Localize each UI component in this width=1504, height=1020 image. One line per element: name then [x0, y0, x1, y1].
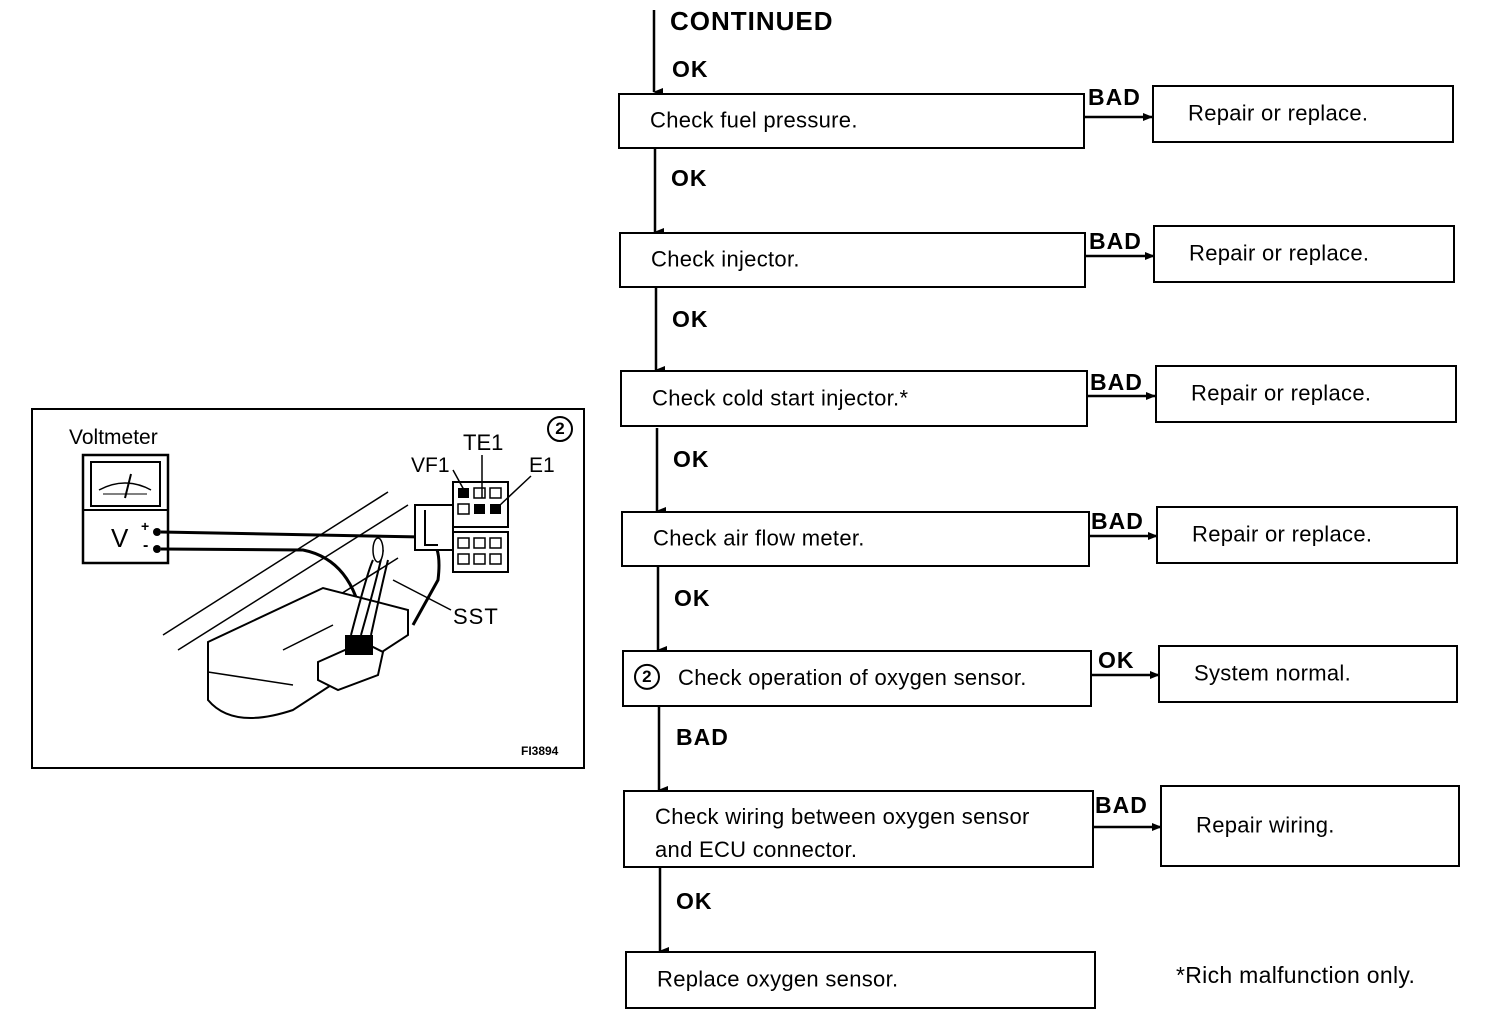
- result-system-normal: System normal.: [1158, 645, 1458, 703]
- step-check-air-flow-meter: Check air flow meter.: [621, 511, 1090, 567]
- connector-diagram: [414, 455, 532, 573]
- branch-label-2: BAD: [1089, 228, 1142, 254]
- result-repair-or-replace-2: Repair or replace.: [1153, 225, 1455, 283]
- step-text: Check cold start injector.*: [652, 384, 909, 410]
- step-check-fuel-pressure: Check fuel pressure.: [618, 93, 1085, 149]
- meter-scale: [98, 482, 152, 491]
- result-text: Repair or replace.: [1191, 380, 1372, 406]
- result-repair-or-replace-1: Repair or replace.: [1152, 85, 1454, 143]
- ok-label-6: OK: [676, 888, 713, 914]
- continued-label: CONTINUED: [670, 6, 834, 36]
- ok-label-3: OK: [673, 446, 710, 472]
- figure-code: FI3894: [521, 744, 559, 758]
- step-text-line1: Check wiring between oxygen sensor: [655, 804, 1030, 829]
- result-repair-or-replace-3: Repair or replace.: [1155, 365, 1457, 423]
- te1-label: TE1: [463, 430, 504, 455]
- result-repair-or-replace-4: Repair or replace.: [1156, 506, 1458, 564]
- branch-label-4: BAD: [1091, 508, 1144, 534]
- figure-number-circle: 2: [547, 416, 573, 442]
- result-text: System normal.: [1194, 660, 1352, 686]
- wiring-illustration: [81, 453, 532, 719]
- step-check-oxygen-sensor-operation: 2 Check operation of oxygen sensor.: [622, 650, 1092, 707]
- plus-terminal: [153, 528, 161, 536]
- meter-face: [90, 461, 161, 507]
- branch-label-6: BAD: [1095, 792, 1148, 818]
- result-repair-wiring: Repair wiring.: [1160, 785, 1460, 867]
- result-text: Repair or replace.: [1192, 521, 1373, 547]
- step-text-wrap: Check wiring between oxygen sensor and E…: [655, 800, 1030, 866]
- step-check-injector: Check injector.: [619, 232, 1086, 288]
- step-text: Replace oxygen sensor.: [657, 966, 899, 992]
- ok-label-4: OK: [674, 585, 711, 611]
- result-text: Repair wiring.: [1196, 812, 1335, 838]
- step-replace-oxygen-sensor: Replace oxygen sensor.: [625, 951, 1096, 1009]
- result-text: Repair or replace.: [1189, 240, 1370, 266]
- component-box: [207, 586, 409, 719]
- branch-label-1: BAD: [1088, 84, 1141, 110]
- bad-label-5: BAD: [676, 724, 729, 750]
- step-text-wrap: 2 Check operation of oxygen sensor.: [634, 663, 1027, 691]
- figure-marker: 2: [634, 663, 660, 690]
- ok-label-0: OK: [672, 56, 709, 82]
- step-text: Check injector.: [651, 246, 800, 272]
- step-check-cold-start-injector: Check cold start injector.*: [620, 370, 1088, 427]
- ok-label-2: OK: [672, 306, 709, 332]
- sst-label: SST: [453, 604, 499, 629]
- vf1-label: VF1: [411, 454, 450, 477]
- result-text: Repair or replace.: [1188, 100, 1369, 126]
- minus-terminal: [153, 545, 161, 553]
- step-check-wiring: Check wiring between oxygen sensor and E…: [623, 790, 1094, 868]
- voltmeter-label: Voltmeter: [69, 426, 158, 449]
- meter-letter: V: [111, 523, 129, 553]
- footnote: *Rich malfunction only.: [1176, 962, 1416, 988]
- sst-leader: [392, 579, 452, 611]
- e1-label: E1: [529, 454, 555, 477]
- branch-label-5: OK: [1098, 647, 1135, 673]
- step-text: Check operation of oxygen sensor.: [678, 664, 1027, 690]
- minus-label: -: [143, 537, 149, 554]
- voltmeter-figure: 2 Voltmeter V + - TE1 VF1 E1 SST FI3894: [31, 408, 585, 769]
- plus-label: +: [141, 518, 150, 534]
- figure-number: 2: [547, 416, 573, 444]
- step-text: Check air flow meter.: [653, 525, 865, 551]
- step-text-line2: and ECU connector.: [655, 837, 858, 862]
- step-text: Check fuel pressure.: [650, 107, 858, 133]
- branch-label-3: BAD: [1090, 369, 1143, 395]
- ok-label-1: OK: [671, 165, 708, 191]
